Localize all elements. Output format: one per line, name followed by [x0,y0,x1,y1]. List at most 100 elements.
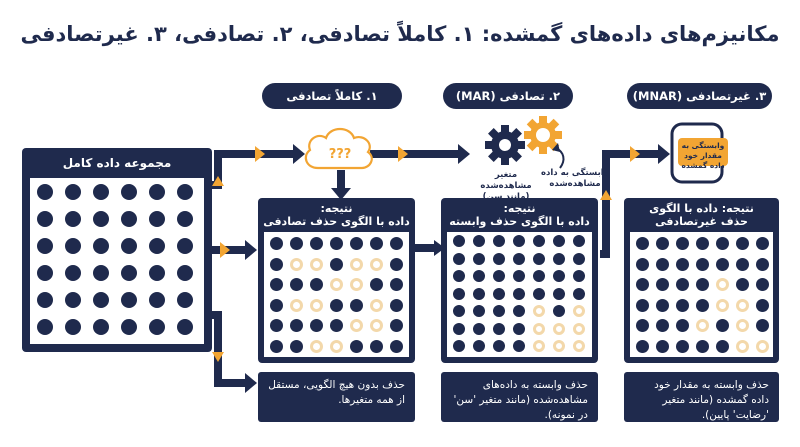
data-dot [716,339,729,353]
data-dot [736,278,749,291]
mnar-result-panel: نتیجه: داده با الگوی حذف غیرتصادفی [624,198,779,363]
missing-dot [350,257,363,271]
data-dot [37,319,53,335]
data-dot [149,292,165,308]
data-dot [473,235,485,247]
data-dot [37,238,53,254]
data-dot [473,287,485,300]
missing-dot [533,322,545,335]
data-dot [573,287,585,300]
data-dot [493,340,505,352]
missing-dot [736,339,749,353]
missing-dot [573,340,585,352]
data-dot [65,292,81,308]
data-dot [453,322,465,335]
data-dot [473,305,485,317]
data-dot [93,319,109,335]
data-dot [756,298,769,312]
mar-note: حذف وابسته به داده‌های مشاهده‌شده (مانند… [441,372,598,422]
data-dot [513,252,525,265]
missing-dot [573,322,585,335]
data-dot [370,339,383,353]
missing-dot [756,339,769,353]
missing-dot [553,340,565,352]
data-dot [149,211,165,227]
data-dot [533,235,545,247]
missing-dot [736,319,749,332]
data-dot [177,292,193,308]
mnar-result-line2: حذف غیرتصادفی [655,215,748,228]
data-dot [636,257,649,271]
data-dot [513,305,525,317]
tag-mnar: ۳. غیرتصادفی (MNAR) [627,83,772,109]
data-dot [676,237,689,250]
missing-dot [350,278,363,291]
missing-dot [533,340,545,352]
mcar-grid [264,232,409,357]
data-dot [553,252,565,265]
mar-result-line1: نتیجه: [503,202,536,215]
data-dot [290,339,303,353]
data-dot [756,237,769,250]
data-dot [676,339,689,353]
data-dot [270,237,283,250]
data-dot [636,237,649,250]
data-dot [453,270,465,282]
data-dot [676,278,689,291]
data-dot [696,257,709,271]
data-dot [513,270,525,282]
data-dot [513,322,525,335]
arrowhead-main [245,240,257,260]
data-dot [177,238,193,254]
data-dot [513,235,525,247]
data-dot [37,292,53,308]
tag-mcar: ۱. کاملاً تصادفی (MCAR) [262,83,402,129]
data-dot [93,238,109,254]
full-dataset-panel: مجموعه داده کامل [22,148,212,352]
arrow-to-note [212,311,247,387]
tag-mar: ۲. تصادفی (MAR) [443,83,573,109]
data-dot [270,257,283,271]
missing-dot [553,322,565,335]
data-dot [756,319,769,332]
missing-dot [290,298,303,312]
gear-light-label: وابستگی به داده مشاهده‌شده [541,168,609,189]
data-dot [330,319,343,332]
data-dot [636,298,649,312]
accent-chevron-1 [255,146,265,162]
data-dot [350,339,363,353]
arrowhead-mcar [293,144,305,164]
data-dot [473,252,485,265]
arrowhead-mnar [658,144,670,164]
data-dot [149,265,165,281]
data-dot [473,340,485,352]
data-dot [716,237,729,250]
data-dot [149,319,165,335]
data-dot [656,298,669,312]
data-dot [553,305,565,317]
data-dot [270,278,283,291]
data-dot [65,211,81,227]
data-dot [696,298,709,312]
data-dot [696,339,709,353]
mar-grid [447,232,592,357]
data-dot [390,298,403,312]
data-dot [270,298,283,312]
missing-dot [370,319,383,332]
data-dot [453,287,465,300]
missing-dot [716,298,729,312]
data-dot [270,339,283,353]
mar-result-line2: داده با الگوی حذف وابسته [449,215,590,228]
data-dot [573,270,585,282]
data-dot [93,265,109,281]
data-dot [453,235,465,247]
mcar-result-line2: داده با الگوی حذف تصادفی [263,215,410,228]
data-dot [573,252,585,265]
data-dot [37,184,53,200]
data-dot [736,237,749,250]
data-dot [93,292,109,308]
data-dot [121,184,137,200]
missing-dot [310,298,323,312]
mnar-grid [630,232,773,357]
